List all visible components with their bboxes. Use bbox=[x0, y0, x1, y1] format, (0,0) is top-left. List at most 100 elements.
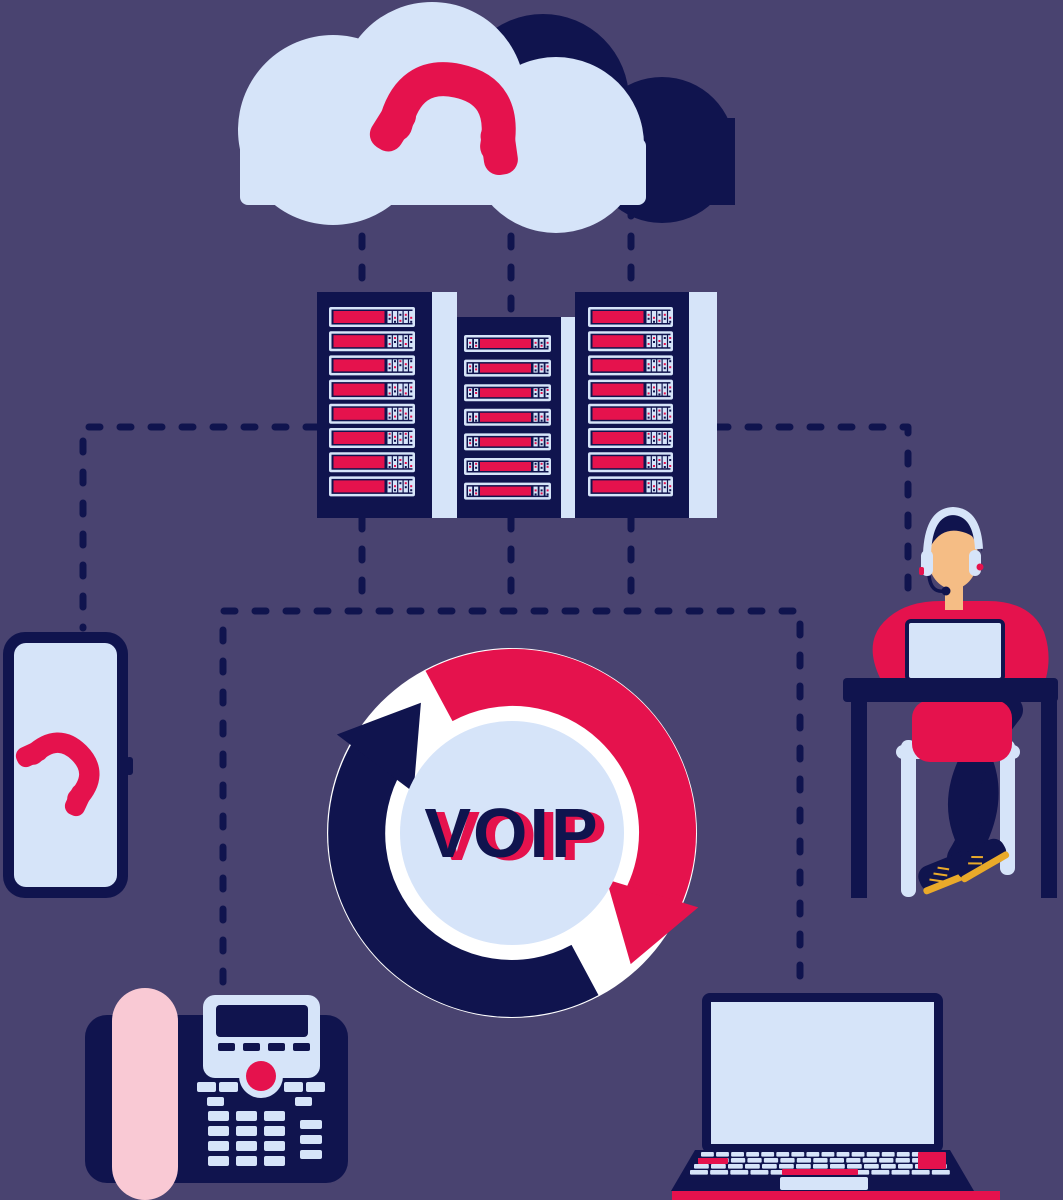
server-led-red bbox=[546, 442, 549, 445]
server-led-red bbox=[534, 489, 537, 492]
server-led-red bbox=[404, 462, 407, 464]
keypad-key bbox=[264, 1111, 285, 1121]
server-led-dark bbox=[388, 367, 391, 370]
server-led-dark bbox=[653, 390, 655, 393]
server-led-red bbox=[663, 412, 666, 415]
laptop-key bbox=[866, 1152, 880, 1157]
server-led-red bbox=[404, 412, 407, 415]
server-led-red bbox=[653, 465, 655, 467]
server-led-red bbox=[647, 412, 650, 415]
server-led-column bbox=[668, 407, 673, 420]
server-led-red bbox=[669, 337, 672, 339]
server-led-column bbox=[468, 437, 473, 447]
server-led-column bbox=[387, 383, 392, 396]
server-led-red bbox=[410, 435, 413, 438]
server-led-column bbox=[662, 359, 667, 372]
server-led-column bbox=[545, 388, 550, 398]
agent-head bbox=[919, 506, 984, 596]
server-led-red bbox=[399, 340, 402, 342]
server-led-dark bbox=[410, 439, 413, 442]
server-led-dark bbox=[475, 443, 478, 446]
server-led-column bbox=[657, 480, 662, 493]
navy-arrowhead-icon bbox=[336, 702, 421, 793]
server-led-red bbox=[399, 389, 402, 392]
server-led-column bbox=[409, 432, 414, 444]
server-led-red bbox=[653, 337, 655, 339]
server-drive-bar bbox=[592, 480, 644, 493]
server-led-dark bbox=[546, 462, 549, 465]
server-led-red bbox=[669, 316, 672, 319]
server-led-red bbox=[534, 442, 537, 445]
server-led-dark bbox=[469, 345, 472, 348]
server-drive-bar bbox=[592, 335, 644, 348]
server-led-column bbox=[398, 480, 403, 493]
server-drive-bar bbox=[480, 388, 531, 398]
server-led-red bbox=[534, 365, 537, 368]
server-led-red bbox=[653, 485, 655, 488]
server-led-column bbox=[539, 437, 544, 447]
laptop-screen bbox=[711, 1002, 934, 1144]
server-led-red bbox=[399, 360, 402, 363]
laptop-base-strip bbox=[672, 1191, 1000, 1200]
server-led-dark bbox=[410, 409, 413, 412]
server-led-red bbox=[663, 482, 666, 485]
server-led-column bbox=[668, 383, 673, 396]
desk bbox=[843, 678, 1058, 898]
server-led-red bbox=[399, 459, 402, 461]
server-led-dark bbox=[404, 436, 407, 439]
server-led-red bbox=[394, 337, 396, 339]
agent-hair bbox=[925, 515, 983, 565]
server-led-red bbox=[540, 492, 543, 495]
server-led-red bbox=[647, 482, 650, 485]
server-led-dark bbox=[663, 486, 666, 489]
server-led-dark bbox=[647, 367, 650, 370]
server-led-red bbox=[647, 392, 650, 395]
server-led-dark bbox=[658, 313, 661, 316]
server-rack-left-units bbox=[329, 307, 415, 497]
voip-label: VOIP bbox=[424, 794, 599, 872]
server-led-dark bbox=[663, 367, 666, 370]
server-led-red bbox=[540, 462, 543, 465]
server-led-column bbox=[657, 311, 662, 323]
server-led-dark bbox=[658, 393, 661, 396]
server-led-dark bbox=[669, 409, 672, 412]
server-led-dark bbox=[475, 365, 478, 368]
server-led-column bbox=[545, 363, 550, 373]
server-drive-bar bbox=[333, 407, 385, 420]
server-led-dark bbox=[404, 466, 407, 468]
server-led-dark bbox=[399, 482, 402, 485]
server-led-red bbox=[475, 392, 478, 394]
headset-icon bbox=[923, 506, 983, 554]
server-led-dark bbox=[647, 386, 650, 389]
server-drive-bar bbox=[480, 412, 531, 422]
server-led-red bbox=[647, 363, 650, 366]
server-led-dark bbox=[534, 369, 537, 372]
server-rack-right-units bbox=[588, 307, 673, 497]
server-drive-bar bbox=[333, 480, 385, 493]
server-led-dark bbox=[546, 393, 549, 395]
laptop-key bbox=[779, 1164, 794, 1169]
laptop-key bbox=[881, 1152, 895, 1157]
server-led-dark bbox=[540, 365, 543, 368]
desk-phone bbox=[85, 988, 348, 1200]
server-led-column bbox=[403, 383, 408, 396]
server-led-dark bbox=[546, 415, 549, 418]
server-led-red bbox=[404, 392, 407, 395]
laptop-key bbox=[694, 1164, 709, 1169]
server-led-dark bbox=[658, 413, 661, 416]
server-drive-bar bbox=[480, 486, 531, 496]
server-led-dark bbox=[475, 389, 478, 391]
server-led-dark bbox=[663, 436, 666, 439]
server-led-dark bbox=[399, 344, 402, 346]
server-led-red bbox=[669, 485, 672, 488]
server-led-red bbox=[534, 389, 537, 391]
laptop-key bbox=[806, 1152, 820, 1157]
server-led-dark bbox=[404, 416, 407, 419]
server-led-column bbox=[646, 311, 651, 323]
laptop-key bbox=[746, 1152, 760, 1157]
laptop-key bbox=[710, 1170, 729, 1175]
server-led-red bbox=[469, 442, 472, 445]
server-led-dark bbox=[399, 313, 402, 316]
keypad-key bbox=[208, 1126, 229, 1136]
server-led-red bbox=[469, 341, 472, 344]
